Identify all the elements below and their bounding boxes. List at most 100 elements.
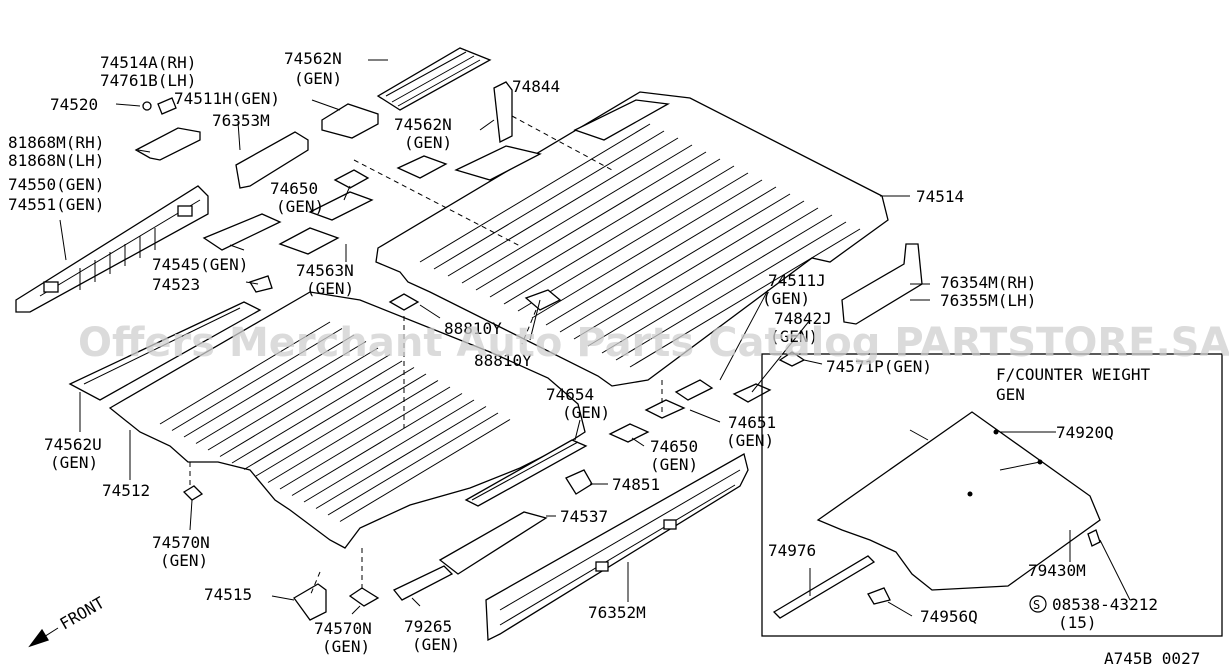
label-74654: 74654 [546, 385, 594, 404]
label-74651: 74651 [728, 413, 776, 432]
label-74851: 74851 [612, 475, 660, 494]
figure-code: A745B 0027 [1104, 649, 1200, 668]
floor-rib [195, 341, 367, 444]
floor-rib [517, 172, 749, 312]
floor-rib [587, 207, 819, 347]
floor-rib [339, 419, 511, 522]
floor-rib [243, 367, 415, 470]
floor-rib [231, 360, 403, 464]
floor-rib [219, 354, 391, 457]
floor-rib [315, 406, 487, 509]
label-74562n-top-gen: (GEN) [294, 69, 342, 88]
label-74562n-mid: 74562N [394, 115, 452, 134]
label-74562u-gen: (GEN) [50, 453, 98, 472]
label-74842j-gen: (GEN) [770, 327, 818, 346]
label-79430m: 79430M [1028, 561, 1086, 580]
floor-rib [531, 179, 763, 319]
label-74562n-top: 74562N [284, 49, 342, 68]
label-74570n-b-gen: (GEN) [322, 637, 370, 656]
label-79265-gen: (GEN) [412, 635, 460, 654]
label-74514: 74514 [916, 187, 964, 206]
label-88810y-b: 88810Y [474, 351, 532, 370]
floor-rib [447, 137, 679, 277]
label-74650-top-gen: (GEN) [276, 197, 324, 216]
label-74761b: 74761B(LH) [100, 71, 196, 90]
label-74654-gen: (GEN) [562, 403, 610, 422]
label-74570n-a-gen: (GEN) [160, 551, 208, 570]
label-74956q: 74956Q [920, 607, 978, 626]
label-74551: 74551(GEN) [8, 195, 104, 214]
small-parts [68, 47, 923, 621]
front-arrow: FRONT [28, 593, 109, 648]
floor-rib [207, 347, 379, 451]
label-74523: 74523 [152, 275, 200, 294]
floor-rib [559, 193, 791, 333]
floor-rib [291, 393, 463, 496]
label-74520: 74520 [50, 95, 98, 114]
label-74650-top: 74650 [270, 179, 318, 198]
floor-rib [503, 165, 735, 305]
inset-title: F/COUNTER WEIGHT [996, 365, 1150, 384]
label-81868m: 81868M(RH) [8, 133, 104, 152]
floor-rib [327, 412, 499, 516]
label-76353m: 76353M [212, 111, 270, 130]
label-74515: 74515 [204, 585, 252, 604]
label-81868n: 81868N(LH) [8, 151, 104, 170]
leader-lines [59, 59, 930, 615]
right-side-sill [485, 453, 749, 642]
floor-rib [255, 373, 427, 477]
counter-weight-inset: F/COUNTER WEIGHT GEN [761, 353, 1223, 637]
label-74651-gen: (GEN) [726, 431, 774, 450]
floor-rib [419, 123, 651, 263]
assembly-lines [189, 115, 663, 597]
label-74650-low-gen: (GEN) [650, 455, 698, 474]
label-74563n: 74563N [296, 261, 354, 280]
floor-rib [615, 221, 847, 361]
front-floor-panel [108, 291, 586, 549]
label-74562n-mid-gen: (GEN) [404, 133, 452, 152]
floor-rib [433, 130, 665, 270]
label-88810y-a: 88810Y [444, 319, 502, 338]
label-74976: 74976 [768, 541, 816, 560]
label-74563n-gen: (GEN) [306, 279, 354, 298]
floor-rib [545, 186, 777, 326]
part-labels: 74514A(RH) 74761B(LH) 74520 74511H(GEN) … [8, 49, 1200, 668]
floor-rib [489, 158, 721, 298]
label-74512: 74512 [102, 481, 150, 500]
floor-rib [267, 380, 439, 483]
label-74511j: 74511J [768, 271, 826, 290]
label-74571p: 74571P(GEN) [826, 357, 932, 376]
floor-rib [461, 144, 693, 284]
inset-subtitle: GEN [996, 385, 1025, 404]
floor-rib [171, 328, 343, 431]
label-08538: 08538-43212 [1052, 595, 1158, 614]
label-08538-qty: (15) [1058, 613, 1097, 632]
floor-rib [183, 334, 355, 438]
left-side-sill [15, 185, 209, 313]
label-74537: 74537 [560, 507, 608, 526]
floor-rib [601, 214, 833, 354]
svg-text:S: S [1033, 598, 1040, 612]
front-label: FRONT [57, 593, 109, 634]
label-74570n-a: 74570N [152, 533, 210, 552]
label-74545: 74545(GEN) [152, 255, 248, 274]
label-74511h: 74511H(GEN) [174, 89, 280, 108]
rear-floor-panel [375, 91, 889, 387]
floor-rib [303, 399, 475, 503]
label-76355m: 76355M(LH) [940, 291, 1036, 310]
floor-rib [279, 386, 451, 490]
label-79265: 79265 [404, 617, 452, 636]
watermark: Offers Merchant Auto Parts Catalog PARTS… [78, 320, 1229, 366]
label-76352m: 76352M [588, 603, 646, 622]
label-76354m: 76354M(RH) [940, 273, 1036, 292]
label-74920q: 74920Q [1056, 423, 1114, 442]
floor-rib [475, 151, 707, 291]
floor-rib [573, 200, 805, 340]
label-74550: 74550(GEN) [8, 175, 104, 194]
label-74562u: 74562U [44, 435, 102, 454]
label-74650-low: 74650 [650, 437, 698, 456]
label-74514a: 74514A(RH) [100, 53, 196, 72]
label-74511j-gen: (GEN) [762, 289, 810, 308]
